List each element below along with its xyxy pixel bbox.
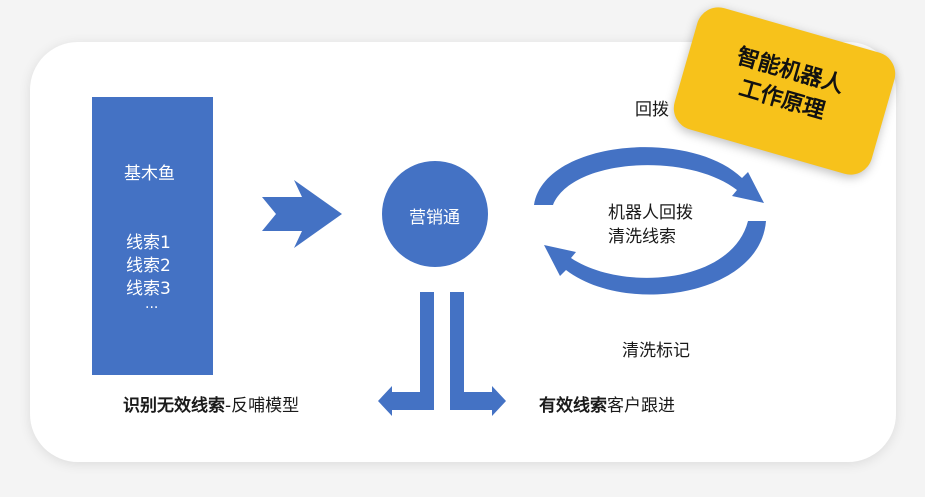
output-invalid-bold: 识别无效线索 <box>123 396 225 416</box>
lead-item-3: 线索3 <box>126 279 171 299</box>
loop-arrow-bottom-icon <box>544 221 766 295</box>
source-box <box>92 97 213 375</box>
loop-center-line2: 清洗线索 <box>608 227 676 247</box>
split-arrow-right-icon <box>450 292 506 416</box>
lead-ellipsis: ... <box>145 296 159 312</box>
output-valid-rest: 客户跟进 <box>607 396 675 416</box>
source-title: 基木鱼 <box>124 164 175 184</box>
output-invalid-rest: -反哺模型 <box>225 396 300 416</box>
lead-item-1: 线索1 <box>126 233 171 253</box>
hub-label: 营销通 <box>409 208 460 228</box>
loop-bottom-label: 清洗标记 <box>622 341 690 361</box>
loop-center-line1: 机器人回拨 <box>608 203 693 223</box>
loop-arrow-top-icon <box>534 147 764 205</box>
output-valid-leads: 有效线索客户跟进 <box>539 391 675 416</box>
lead-item-2: 线索2 <box>126 256 171 276</box>
loop-top-label: 回拨 <box>635 100 669 120</box>
hub-circle <box>382 161 488 267</box>
flow-arrow-right-icon <box>262 180 342 248</box>
split-arrow-left-icon <box>378 292 434 416</box>
output-valid-bold: 有效线索 <box>539 396 607 416</box>
output-invalid-leads: 识别无效线索-反哺模型 <box>123 391 299 416</box>
